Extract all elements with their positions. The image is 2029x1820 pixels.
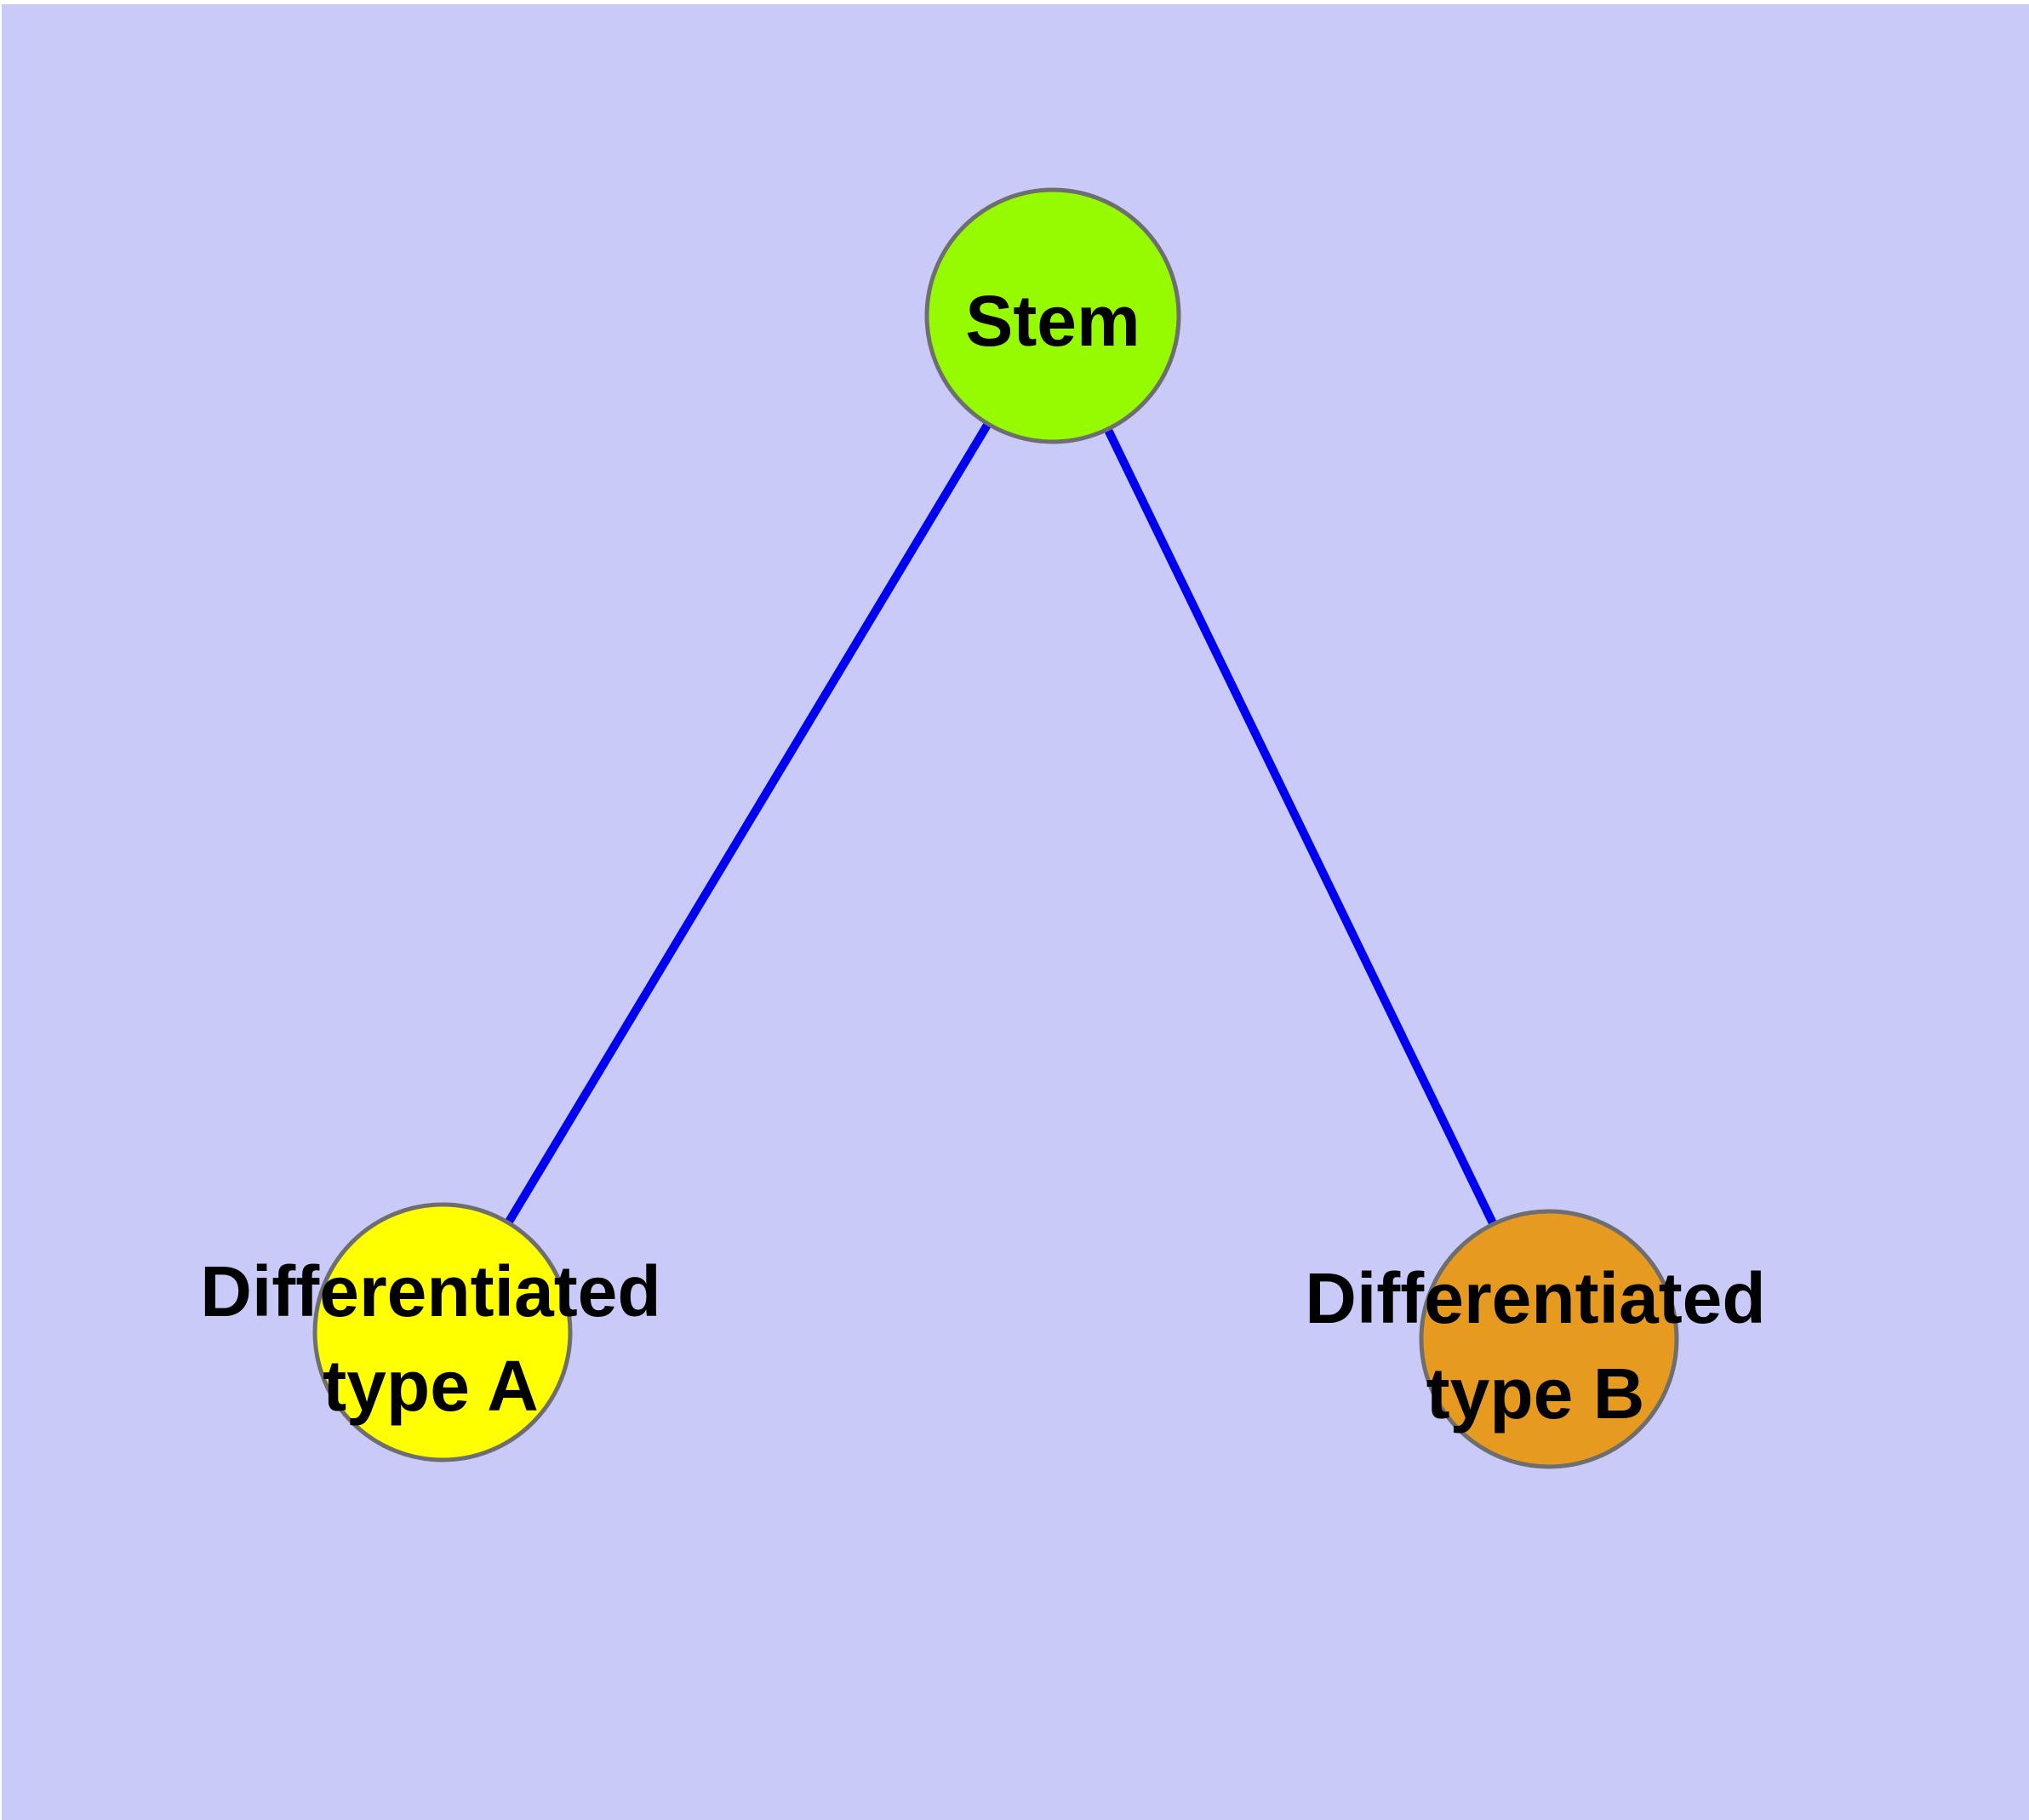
node-type-b-label-line1: Differentiated <box>1305 1258 1765 1338</box>
node-layer <box>312 187 1679 1469</box>
node-differentiated-type-b <box>1419 1209 1679 1469</box>
node-differentiated-type-a <box>312 1202 573 1462</box>
node-type-a-label-line1: Differentiated <box>200 1251 660 1331</box>
node-type-b-label-line2: type B <box>1426 1354 1645 1434</box>
node-stem <box>924 187 1181 444</box>
node-type-a-label-line2: type A <box>323 1346 539 1426</box>
node-stem-label: Stem <box>965 281 1140 361</box>
edge-stem-to-type-b <box>1049 313 1553 1342</box>
edge-layer <box>438 313 1553 1342</box>
edge-stem-to-type-a <box>438 313 1057 1335</box>
label-layer: Stem Differentiated type A Differentiate… <box>200 281 1765 1434</box>
